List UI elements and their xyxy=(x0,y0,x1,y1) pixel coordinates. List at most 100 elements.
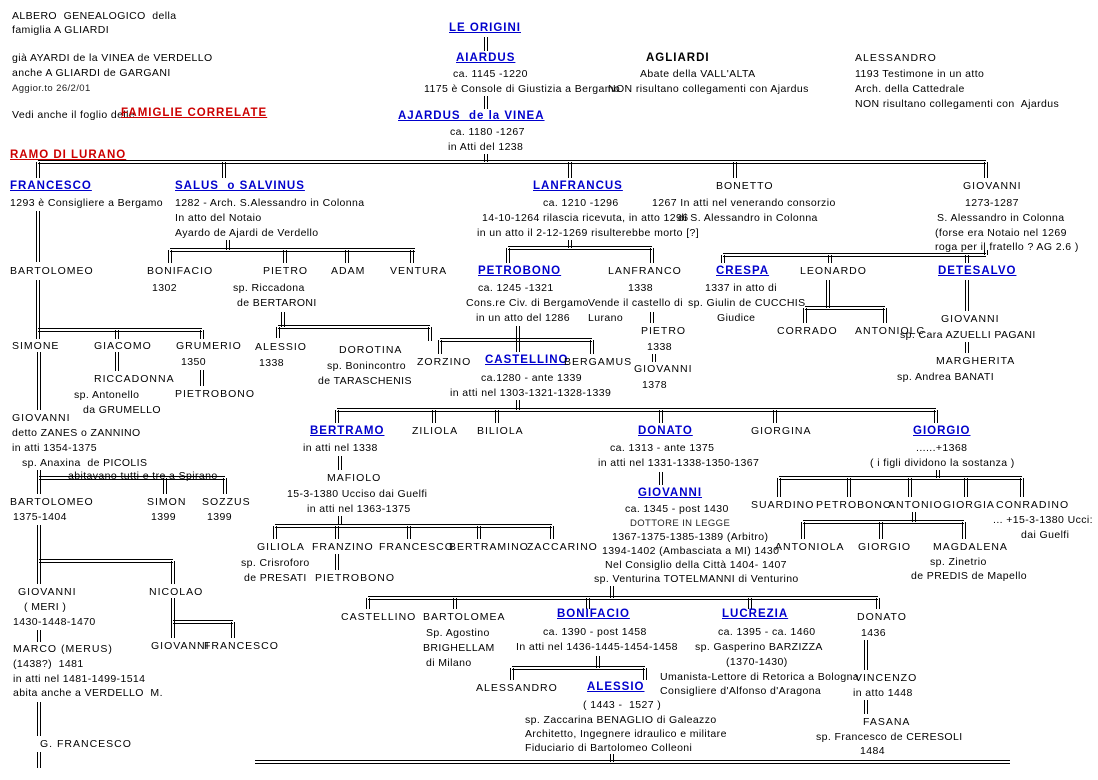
person-dorotina: DOROTINA xyxy=(339,344,403,356)
label-in-atto-del-notaio: In atto del Notaio xyxy=(175,212,262,224)
connector-line xyxy=(37,525,41,561)
person-bartolomeo: BARTOLOMEO xyxy=(10,265,94,277)
connector-line xyxy=(200,370,204,386)
connector-line xyxy=(273,526,277,539)
connector-line xyxy=(508,246,652,250)
label-s-alessandro-in-colonna: S. Alessandro in Colonna xyxy=(937,212,1065,224)
label-sp-crisroforo: sp. Crisroforo xyxy=(241,557,310,569)
connector-line xyxy=(163,478,167,494)
connector-line xyxy=(596,656,600,668)
link-lanfrancus[interactable]: LANFRANCUS xyxy=(533,180,623,192)
label-1443-1527: ( 1443 - 1527 ) xyxy=(583,699,662,711)
connector-line xyxy=(659,410,663,423)
link-le-origini[interactable]: LE ORIGINI xyxy=(449,22,521,34)
connector-line xyxy=(568,240,572,248)
connector-line xyxy=(864,640,868,670)
connector-line xyxy=(37,478,41,494)
connector-line xyxy=(965,255,969,263)
label-architetto-ingegnere-idraulico-e-militar: Architetto, Ingegnere idraulico e milita… xyxy=(525,728,727,740)
connector-line xyxy=(965,342,969,353)
label-vedi-anche-il-foglio-delle: Vedi anche il foglio delle xyxy=(12,109,136,121)
connector-line xyxy=(912,512,916,522)
link-salus-o-salvinus[interactable]: SALUS o SALVINUS xyxy=(175,180,305,192)
connector-line xyxy=(338,456,342,470)
person-pietro: PIETRO xyxy=(263,265,309,277)
link-donato[interactable]: DONATO xyxy=(638,425,693,437)
label-in-atti-nel-1303-1321-1328-1339: in atti nel 1303-1321-1328-1339 xyxy=(450,387,612,399)
connector-line xyxy=(170,248,415,252)
link-castellino[interactable]: CASTELLINO xyxy=(485,354,569,366)
label-1175-console-di-giustizia-a-bergamo: 1175 è Console di Giustizia a Bergamo xyxy=(424,83,621,95)
person-vincenzo: VINCENZO xyxy=(855,672,918,684)
link-ajardus-de-la-vinea[interactable]: AJARDUS de la VINEA xyxy=(398,110,545,122)
person-leonardo: LEONARDO xyxy=(800,265,867,277)
link-giovanni[interactable]: GIOVANNI xyxy=(638,487,703,499)
label-sp-riccadona: sp. Riccadona xyxy=(233,282,305,294)
label-in-atti-nel-1481-1499-1514: in atti nel 1481-1499-1514 xyxy=(13,673,146,685)
connector-line xyxy=(495,410,499,423)
connector-line xyxy=(222,162,226,178)
connector-line xyxy=(200,330,204,339)
person-agliardi: AGLIARDI xyxy=(646,52,710,64)
label-ca-1395-ca-1460: ca. 1395 - ca. 1460 xyxy=(718,626,816,638)
label-1338: 1338 xyxy=(259,357,284,369)
connector-line xyxy=(510,668,514,680)
connector-line xyxy=(650,248,654,263)
person-bartolomeo: BARTOLOMEO xyxy=(10,496,94,508)
connector-line xyxy=(733,162,737,178)
link-alessio[interactable]: ALESSIO xyxy=(587,681,645,693)
link-francesco[interactable]: FRANCESCO xyxy=(10,180,92,192)
label-giudice: Giudice xyxy=(717,312,756,324)
connector-line xyxy=(255,760,1010,764)
label-1399: 1399 xyxy=(207,511,232,523)
label-anche-a-gliardi-de-gargani: anche A GLIARDI de GARGANI xyxy=(12,67,171,79)
connector-line xyxy=(453,598,457,609)
connector-line xyxy=(171,598,175,622)
link-lucrezia[interactable]: LUCREZIA xyxy=(722,608,789,620)
label-15-3-1380-ucciso-dai-guelfi: 15-3-1380 Ucciso dai Guelfi xyxy=(287,488,428,500)
connector-line xyxy=(864,700,868,714)
link-aiardus[interactable]: AIARDUS xyxy=(456,52,516,64)
person-alessandro: ALESSANDRO xyxy=(476,682,558,694)
person-castellino: CASTELLINO xyxy=(341,611,417,623)
connector-line xyxy=(484,96,488,109)
person-lanfranco: LANFRANCO xyxy=(608,265,682,277)
person-franzino: FRANZINO xyxy=(312,541,374,553)
person-zorzino: ZORZINO xyxy=(417,356,472,368)
label-1484: 1484 xyxy=(860,745,885,757)
person-marco-merus: MARCO (MERUS) xyxy=(13,643,113,655)
link-detesalvo[interactable]: DETESALVO xyxy=(938,265,1017,277)
label-1375-1404: 1375-1404 xyxy=(13,511,67,523)
label-umanista-lettore-di-retorica-a-bologna: Umanista-Lettore di Retorica a Bologna xyxy=(660,671,860,683)
person-giliola: GILIOLA xyxy=(257,541,305,553)
connector-line xyxy=(721,255,725,263)
connector-line xyxy=(590,340,594,354)
label-fiduciario-di-bartolomeo-colleoni: Fiduciario di Bartolomeo Colleoni xyxy=(525,742,693,754)
link-famiglie-correlate[interactable]: FAMIGLIE CORRELATE xyxy=(121,107,268,119)
person-g-francesco: G. FRANCESCO xyxy=(40,738,132,750)
label-sp-andrea-banati: sp. Andrea BANATI xyxy=(897,371,995,383)
person-petrobono: PETROBONO xyxy=(816,499,893,511)
connector-line xyxy=(338,516,342,525)
link-ramo-di-lurano[interactable]: RAMO DI LURANO xyxy=(10,149,127,161)
link-giorgio[interactable]: GIORGIO xyxy=(913,425,971,437)
connector-line xyxy=(337,408,936,412)
connector-line xyxy=(965,280,969,311)
connector-line xyxy=(568,162,572,178)
connector-line xyxy=(115,330,119,339)
label-in-atti-nel-1363-1375: in atti nel 1363-1375 xyxy=(307,503,411,515)
connector-line xyxy=(984,250,988,255)
person-giovanni: GIOVANNI xyxy=(963,180,1022,192)
connector-line xyxy=(477,526,481,539)
link-crespa[interactable]: CRESPA xyxy=(716,265,770,277)
link-bonifacio[interactable]: BONIFACIO xyxy=(557,608,630,620)
connector-line xyxy=(36,280,40,330)
connector-line xyxy=(275,524,552,528)
link-bertramo[interactable]: BERTRAMO xyxy=(310,425,385,437)
label-aggior-to-26-2-01: Aggior.to 26/2/01 xyxy=(12,83,91,94)
connector-line xyxy=(586,598,590,609)
label-sp-gasperino-barzizza: sp. Gasperino BARZIZZA xyxy=(695,641,823,653)
link-petrobono[interactable]: PETROBONO xyxy=(478,265,562,277)
person-riccadonna: RICCADONNA xyxy=(94,373,175,385)
person-giacomo: GIACOMO xyxy=(94,340,152,352)
